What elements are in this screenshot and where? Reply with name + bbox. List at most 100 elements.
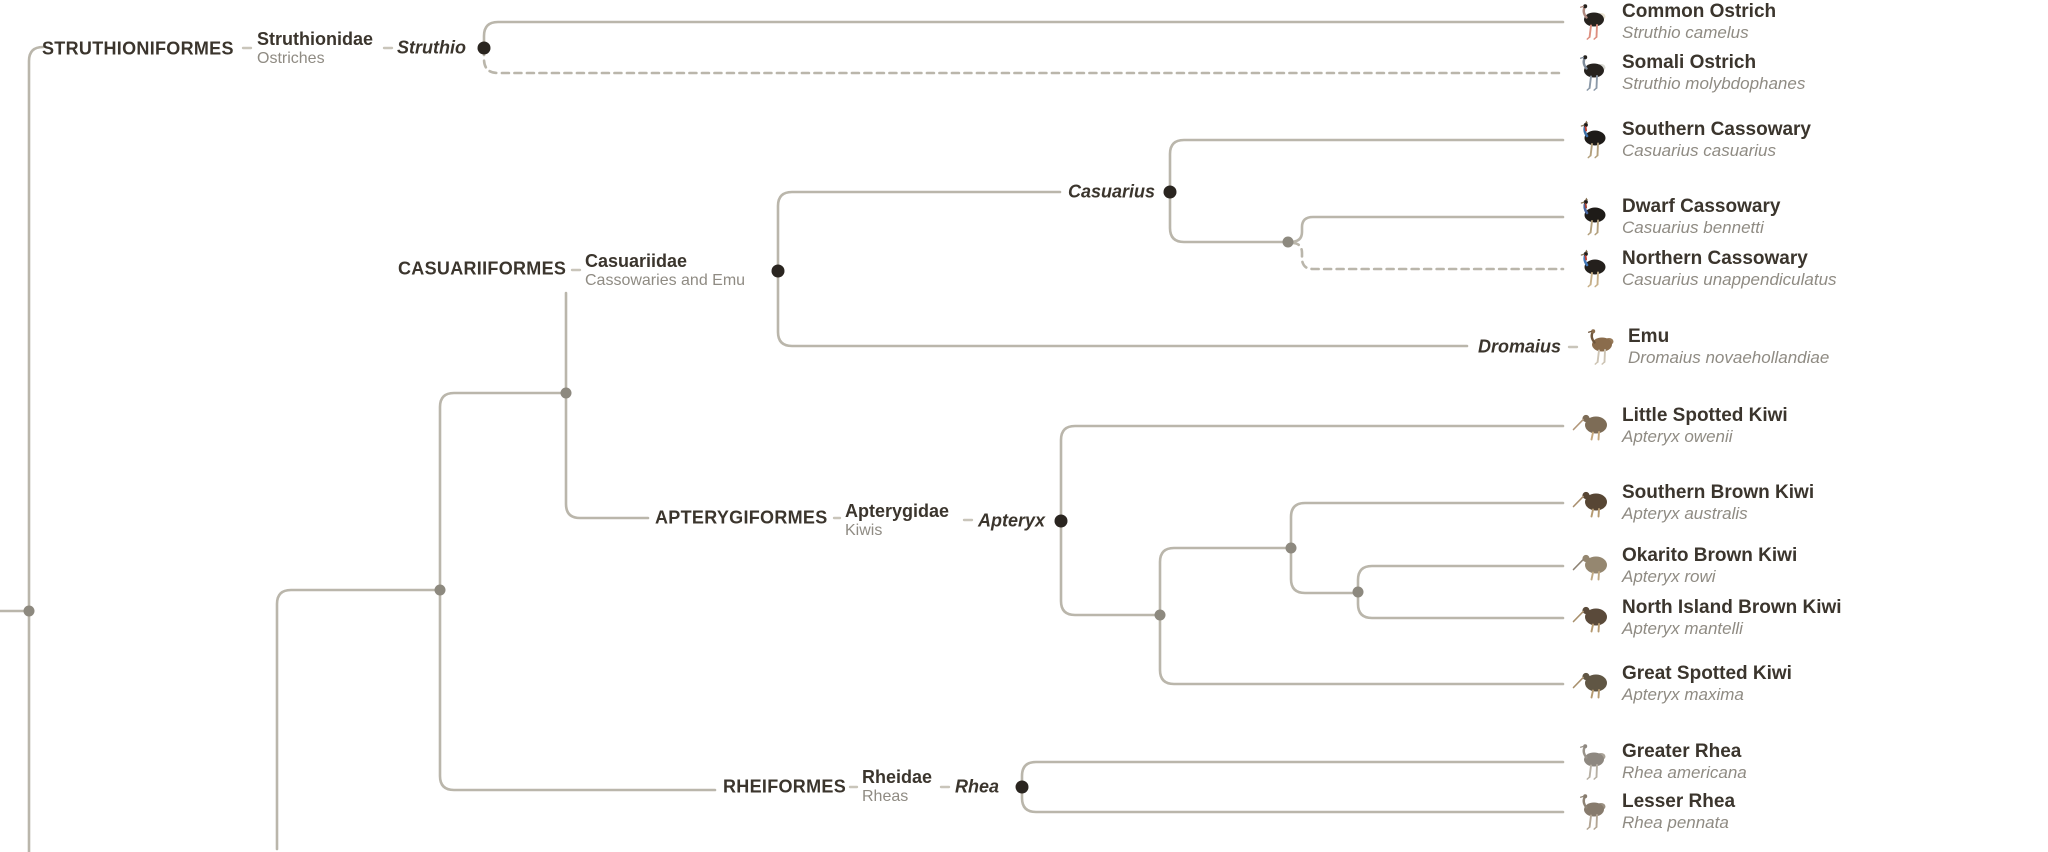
family-struthionidae: Struthionidae Ostriches bbox=[257, 30, 373, 68]
branch-great-spotted-kiwi bbox=[1158, 613, 1565, 686]
species-scientific-name: Dromaius novaehollandiae bbox=[1628, 348, 1830, 367]
node-casuariidae bbox=[771, 264, 785, 278]
branch-okarito-nibk-bracket bbox=[1356, 564, 1565, 620]
species-common-name: Okarito Brown Kiwi bbox=[1622, 545, 1798, 566]
species-common-name: Somali Ostrich bbox=[1622, 52, 1757, 73]
branch-left-descender bbox=[275, 588, 442, 851]
family-common-name: Rheas bbox=[862, 788, 909, 805]
branch-southern-brown-kiwi bbox=[1289, 501, 1565, 595]
order-struthioniformes: STRUTHIONIFORMES bbox=[42, 38, 234, 59]
species-row-greater-rhea: Greater Rhea Rhea americana bbox=[1622, 742, 1747, 783]
genus-dromaius: Dromaius bbox=[1478, 336, 1562, 357]
species-common-name: Dwarf Cassowary bbox=[1622, 196, 1781, 217]
named-nodes bbox=[477, 41, 1177, 794]
branch-apteryx-lsk bbox=[1059, 424, 1565, 617]
node-root bbox=[23, 605, 35, 617]
node-kiwi-c bbox=[1352, 586, 1364, 598]
node-kiwi-b bbox=[1285, 542, 1297, 554]
node-cassowary-internal bbox=[1282, 236, 1294, 248]
great-spotted-kiwi-icon bbox=[1572, 672, 1607, 699]
genus-apteryx: Apteryx bbox=[978, 510, 1046, 531]
species-row-emu: Emu Dromaius novaehollandiae bbox=[1628, 327, 1829, 368]
internal-nodes bbox=[23, 236, 1364, 621]
species-scientific-name: Apteryx rowi bbox=[1622, 567, 1716, 586]
southern-cassowary-icon bbox=[1580, 120, 1606, 159]
branch-backbone bbox=[27, 45, 45, 852]
southern-brown-kiwi-icon bbox=[1572, 491, 1607, 518]
species-row-north-island-brown-kiwi: North Island Brown Kiwi Apteryx mantelli bbox=[1622, 598, 1842, 639]
species-common-name: North Island Brown Kiwi bbox=[1622, 597, 1842, 618]
branch-dwarf-cassowary bbox=[1288, 215, 1565, 244]
emu-icon bbox=[1587, 329, 1614, 365]
genus-struthio: Struthio bbox=[397, 37, 466, 58]
species-row-dwarf-cassowary: Dwarf Cassowary Casuarius bennetti bbox=[1622, 197, 1780, 238]
species-row-somali-ostrich: Somali Ostrich Struthio molybdophanes bbox=[1622, 53, 1805, 94]
species-scientific-name: Casuarius casuarius bbox=[1622, 141, 1777, 160]
species-common-name: Greater Rhea bbox=[1622, 741, 1742, 762]
species-row-great-spotted-kiwi: Great Spotted Kiwi Apteryx maxima bbox=[1622, 664, 1792, 705]
order-apterygiformes: APTERYGIFORMES bbox=[655, 507, 828, 528]
genus-casuarius: Casuarius bbox=[1068, 181, 1156, 202]
species-row-okarito-brown-kiwi: Okarito Brown Kiwi Apteryx rowi bbox=[1622, 546, 1797, 587]
branch-rhea-bracket bbox=[1020, 760, 1565, 814]
species-common-name: Southern Brown Kiwi bbox=[1622, 482, 1815, 503]
order-casuariiformes: CASUARIIFORMES bbox=[398, 258, 567, 279]
node-apteryx bbox=[1054, 514, 1068, 528]
family-rheidae: Rheidae Rheas bbox=[862, 768, 932, 806]
family-name: Struthionidae bbox=[257, 29, 373, 49]
species-row-little-spotted-kiwi: Little Spotted Kiwi Apteryx owenii bbox=[1622, 406, 1788, 447]
species-scientific-name: Apteryx maxima bbox=[1622, 685, 1744, 704]
node-rhea bbox=[1015, 780, 1029, 794]
genus-rhea: Rhea bbox=[955, 776, 1000, 797]
label-connector-ticks bbox=[241, 46, 1579, 789]
family-common-name: Ostriches bbox=[257, 50, 325, 67]
species-scientific-name: Apteryx australis bbox=[1622, 504, 1748, 523]
family-casuariidae: Casuariidae Cassowaries and Emu bbox=[585, 252, 745, 290]
family-name: Apterygidae bbox=[845, 501, 950, 521]
node-rhei-split bbox=[434, 584, 446, 596]
north-island-brown-kiwi-icon bbox=[1572, 606, 1607, 633]
node-kiwi-a bbox=[1154, 609, 1166, 621]
branch-casuarius-bracket bbox=[1168, 138, 1565, 244]
species-common-name: Lesser Rhea bbox=[1622, 791, 1736, 812]
somali-ostrich-icon bbox=[1579, 55, 1606, 91]
node-casuar-aptery-split bbox=[560, 387, 572, 399]
species-scientific-name: Struthio molybdophanes bbox=[1622, 74, 1806, 93]
species-common-name: Northern Cassowary bbox=[1622, 248, 1808, 269]
family-name: Casuariidae bbox=[585, 251, 688, 271]
species-scientific-name: Casuarius bennetti bbox=[1622, 218, 1764, 237]
species-row-lesser-rhea: Lesser Rhea Rhea pennata bbox=[1622, 792, 1735, 833]
species-row-common-ostrich: Common Ostrich Struthio camelus bbox=[1622, 2, 1776, 43]
species-common-name: Little Spotted Kiwi bbox=[1622, 405, 1788, 426]
branch-casuar-aptery-rhei bbox=[438, 391, 717, 792]
species-row-northern-cassowary: Northern Cassowary Casuarius unappendicu… bbox=[1622, 249, 1837, 290]
species-common-name: Great Spotted Kiwi bbox=[1622, 663, 1792, 684]
branch-kiwiA-up bbox=[1158, 546, 1293, 617]
lesser-rhea-icon bbox=[1579, 794, 1606, 830]
branch-somali-ostrich bbox=[482, 46, 1565, 75]
family-apterygidae: Apterygidae Kiwis bbox=[845, 502, 949, 540]
common-ostrich-icon bbox=[1579, 4, 1606, 40]
species-common-name: Common Ostrich bbox=[1622, 1, 1777, 22]
okarito-brown-kiwi-icon bbox=[1572, 554, 1607, 581]
species-common-name: Emu bbox=[1628, 326, 1670, 347]
little-spotted-kiwi-icon bbox=[1572, 414, 1607, 441]
node-struthio bbox=[477, 41, 491, 55]
family-common-name: Kiwis bbox=[845, 522, 883, 539]
northern-cassowary-icon bbox=[1580, 249, 1606, 288]
family-name: Rheidae bbox=[862, 767, 933, 787]
species-scientific-name: Rhea americana bbox=[1622, 763, 1747, 782]
species-scientific-name: Apteryx owenii bbox=[1622, 427, 1733, 446]
branch-northern-cassowary bbox=[1290, 241, 1565, 271]
species-row-southern-cassowary: Southern Cassowary Casuarius casuarius bbox=[1622, 120, 1811, 161]
family-common-name: Cassowaries and Emu bbox=[585, 272, 746, 289]
node-casuarius bbox=[1163, 185, 1177, 199]
order-rheiformes: RHEIFORMES bbox=[723, 776, 847, 797]
species-scientific-name: Casuarius unappendiculatus bbox=[1622, 270, 1837, 289]
branch-common-ostrich bbox=[482, 20, 1565, 50]
species-scientific-name: Rhea pennata bbox=[1622, 813, 1729, 832]
dwarf-cassowary-icon bbox=[1580, 197, 1606, 236]
species-scientific-name: Struthio camelus bbox=[1622, 23, 1749, 42]
